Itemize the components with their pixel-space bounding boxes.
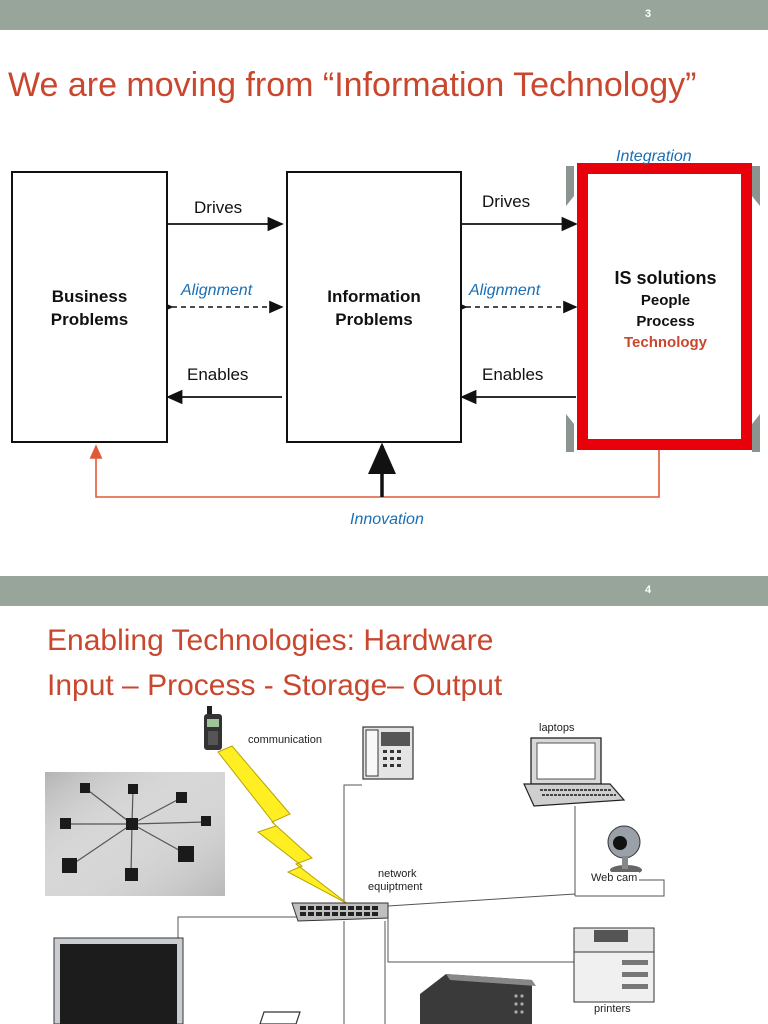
laptop-icon — [523, 737, 626, 807]
slide-title-line-2: Input – Process - Storage– Output — [47, 669, 503, 702]
page-number: 4 — [645, 584, 652, 596]
cell-phone-icon — [204, 706, 222, 750]
business-problems-box: Business Problems — [11, 171, 168, 443]
slide-header-bar: 4 — [0, 576, 768, 606]
slide-4: 4 Enabling Technologies: Hardware Input … — [0, 576, 768, 1024]
drives-label-right: Drives — [482, 192, 531, 211]
network-label-1: network — [378, 868, 417, 880]
slide-title: We are moving from “Information Technolo… — [8, 66, 697, 104]
desk-phone-icon — [362, 726, 414, 780]
printers-label: printers — [594, 1003, 631, 1015]
laptops-label: laptops — [539, 722, 575, 734]
frame-corner-br — [752, 414, 760, 452]
business-line-1: Business — [51, 287, 128, 306]
printer-icon — [573, 927, 655, 1003]
network-label-2: equiptment — [368, 881, 423, 893]
drives-label-left: Drives — [194, 198, 243, 217]
photo-rotary-mechanism — [45, 772, 225, 896]
information-problems-box: Information Problems — [286, 171, 462, 443]
innovation-loop — [89, 444, 660, 498]
diagram-connectors — [89, 166, 760, 498]
frame-corner-tl — [566, 166, 574, 206]
integration-label: Integration — [616, 148, 692, 165]
is-item-process: Process — [636, 313, 695, 330]
information-line-2: Problems — [335, 310, 413, 329]
is-solutions-box: IS solutions People Process Technology — [577, 163, 752, 450]
slide-title-line-1: Enabling Technologies: Hardware — [47, 624, 494, 657]
monitor-icon — [53, 937, 184, 1024]
innovation-label: Innovation — [350, 511, 424, 528]
page-number: 3 — [645, 8, 652, 20]
is-item-people: People — [640, 292, 691, 309]
webcam-label: Web cam — [591, 872, 640, 884]
alignment-label-right: Alignment — [469, 282, 541, 299]
small-device-icon — [259, 1011, 301, 1024]
business-line-2: Problems — [50, 310, 129, 329]
frame-corner-tr — [752, 166, 760, 206]
server-tower-icon — [420, 974, 536, 1024]
alignment-label-left: Alignment — [181, 282, 253, 299]
communication-label: communication — [248, 734, 322, 746]
webcam-icon — [607, 825, 642, 875]
is-solutions-title: IS solutions — [614, 268, 717, 288]
enables-label-left: Enables — [187, 365, 249, 384]
enables-label-right: Enables — [482, 365, 544, 384]
slide-header-bar: 3 — [0, 0, 768, 30]
slide-3: 3 We are moving from “Information Techno… — [0, 0, 768, 528]
frame-corner-bl — [566, 414, 574, 452]
lightning-icon — [217, 745, 349, 905]
network-switch-icon — [291, 902, 389, 922]
information-line-1: Information — [327, 287, 421, 306]
is-item-technology: Technology — [623, 334, 708, 351]
hardware-diagram — [45, 706, 665, 1024]
